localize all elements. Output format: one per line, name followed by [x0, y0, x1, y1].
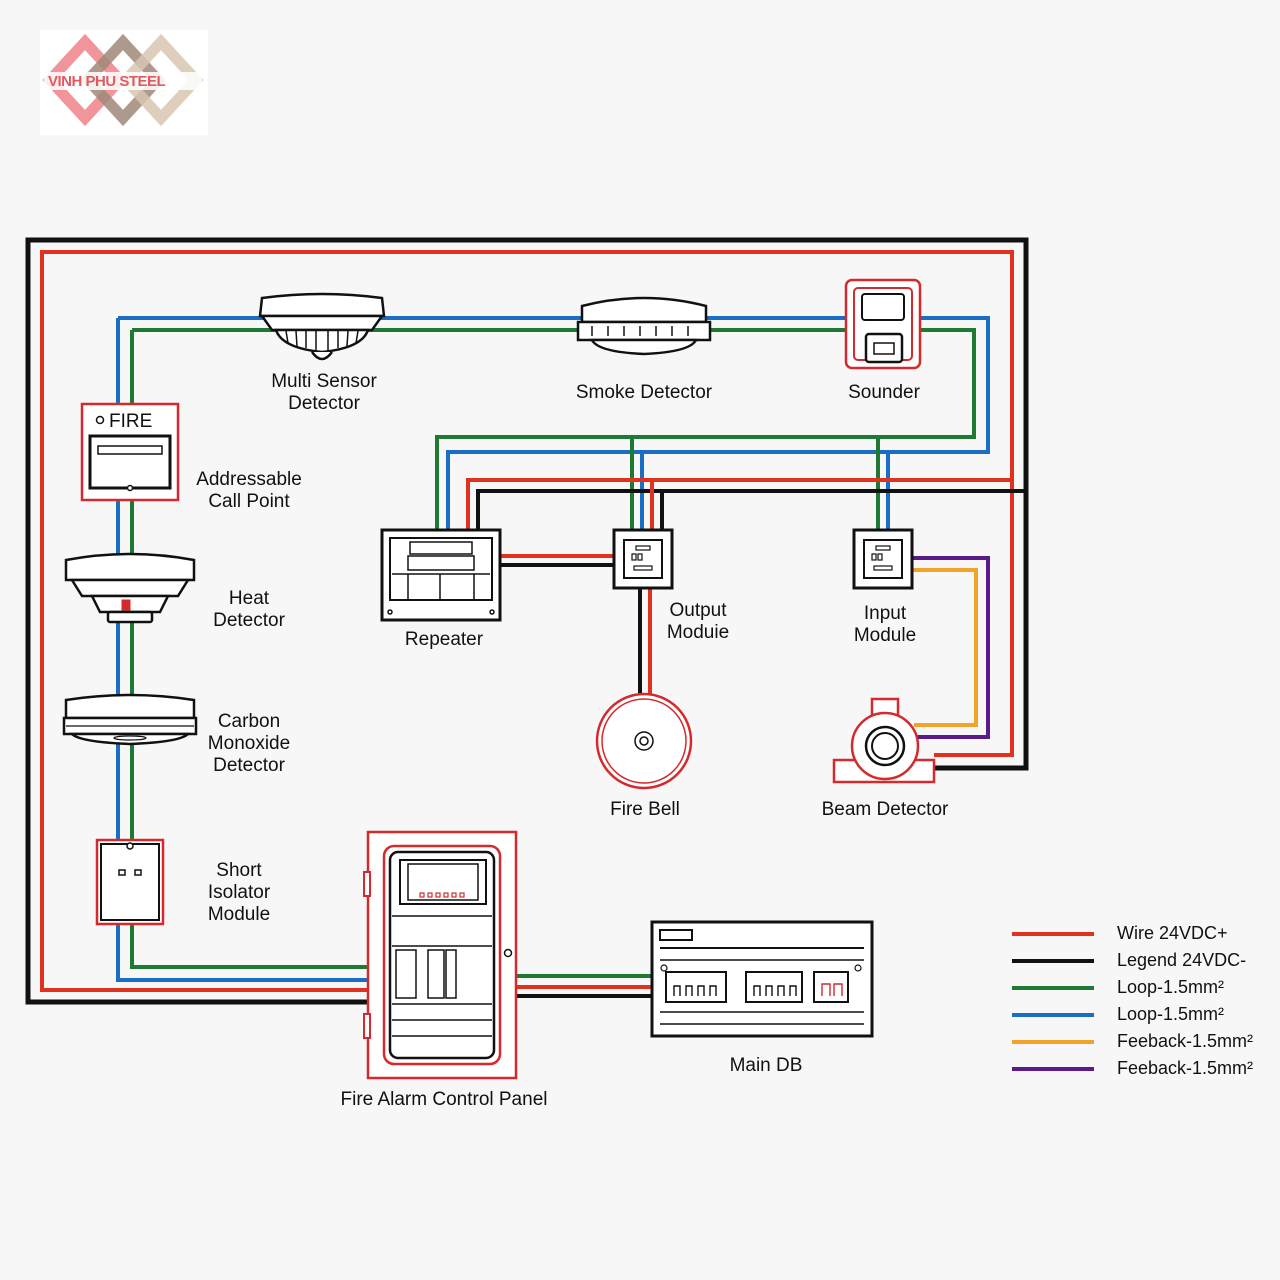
- logo-text: VINH PHU STEEL: [48, 73, 166, 90]
- logo: VINH PHU STEEL: [40, 30, 208, 135]
- sounder-label: Sounder: [848, 382, 921, 403]
- isolator-label-1: Short: [216, 860, 262, 881]
- multi-sensor-detector-icon: [258, 292, 386, 361]
- input-module-label-2: Module: [854, 625, 916, 646]
- fire-bell-label: Fire Bell: [610, 799, 680, 820]
- call-point-label-2: Call Point: [208, 491, 290, 512]
- co-detector-label-1: Carbon: [218, 711, 280, 732]
- beam-detector-icon: [832, 697, 936, 784]
- repeater-icon: [380, 528, 502, 622]
- main-db-label: Main DB: [730, 1055, 803, 1076]
- isolator-label-3: Module: [208, 904, 270, 925]
- legend-label: Feeback-1.5mm²: [1117, 1058, 1253, 1078]
- output-module-label-1: Output: [669, 600, 727, 621]
- multi-sensor-label-2: Detector: [288, 393, 360, 414]
- power-branch-wiring: [466, 478, 1026, 700]
- legend-item: Feeback-1.5mm²: [1012, 1031, 1253, 1051]
- legend-label: Legend 24VDC-: [1117, 950, 1246, 970]
- fire-bell-icon: [595, 692, 693, 790]
- beam-detector-label: Beam Detector: [822, 799, 949, 820]
- legend-label: Loop-1.5mm²: [1117, 977, 1224, 997]
- input-module-icon: [852, 528, 914, 590]
- legend-item: Loop-1.5mm²: [1012, 977, 1224, 997]
- heat-detector-label-1: Heat: [229, 588, 270, 609]
- smoke-detector-icon: [576, 296, 712, 356]
- feedback-wiring: [912, 556, 990, 739]
- call-point-label-1: Addressable: [196, 469, 302, 490]
- main-db-icon: [650, 920, 874, 1038]
- legend-item: Wire 24VDC+: [1012, 923, 1228, 943]
- legend-item: Loop-1.5mm²: [1012, 1004, 1224, 1024]
- multi-sensor-label-1: Multi Sensor: [271, 371, 377, 392]
- control-panel-icon: [363, 830, 518, 1080]
- co-detector-label-2: Monoxide: [208, 733, 290, 754]
- input-module-label-1: Input: [864, 603, 907, 624]
- legend-item: Legend 24VDC-: [1012, 950, 1246, 970]
- co-detector-label-3: Detector: [213, 755, 285, 776]
- output-module-label-2: Moduie: [667, 622, 729, 643]
- co-detector-icon: [62, 693, 198, 746]
- heat-detector-label-2: Detector: [213, 610, 285, 631]
- legend-label: Feeback-1.5mm²: [1117, 1031, 1253, 1051]
- short-isolator-icon: [95, 838, 165, 926]
- control-panel-label: Fire Alarm Control Panel: [341, 1089, 548, 1110]
- smoke-detector-label: Smoke Detector: [576, 382, 713, 403]
- power-frame: [25, 237, 1029, 1005]
- panel-to-db-wiring: [516, 974, 652, 998]
- heat-detector-icon: [64, 552, 196, 624]
- repeater-label: Repeater: [405, 629, 484, 650]
- legend-item: Feeback-1.5mm²: [1012, 1058, 1253, 1078]
- isolator-label-2: Isolator: [208, 882, 271, 903]
- sounder-icon: [844, 278, 922, 370]
- legend-label: Wire 24VDC+: [1117, 923, 1228, 943]
- legend: Wire 24VDC+ Legend 24VDC- Loop-1.5mm² Lo…: [1012, 923, 1253, 1078]
- output-module-icon: [612, 528, 674, 590]
- legend-label: Loop-1.5mm²: [1117, 1004, 1224, 1024]
- call-point-face-text: FIRE: [109, 411, 152, 432]
- call-point-icon: [80, 402, 180, 502]
